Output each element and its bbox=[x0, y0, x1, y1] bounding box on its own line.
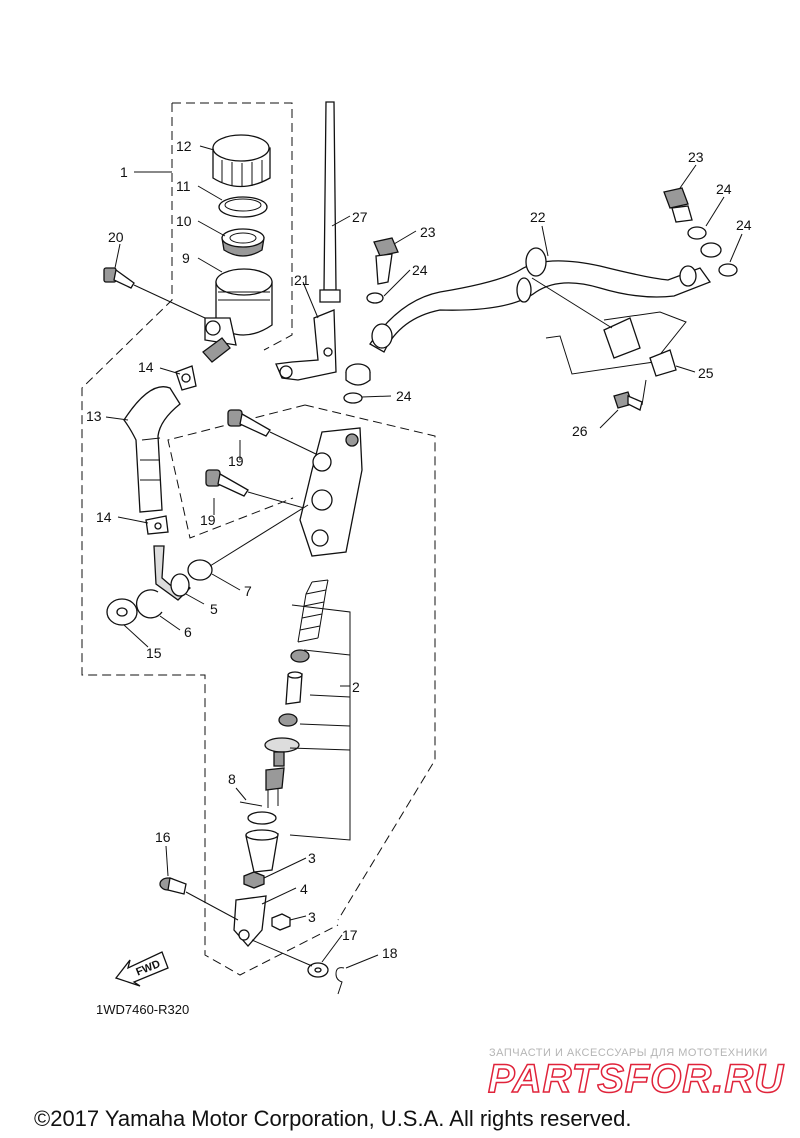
diagram-code: 1WD7460-R320 bbox=[96, 1002, 189, 1017]
circlip bbox=[135, 589, 163, 619]
dust-boot bbox=[245, 829, 279, 873]
callout-6: 6 bbox=[184, 624, 192, 640]
nut-lower bbox=[271, 913, 291, 931]
callout-20: 20 bbox=[108, 229, 124, 245]
group-2-bracket bbox=[289, 604, 351, 841]
callout-4: 4 bbox=[300, 881, 308, 897]
callout-2: 2 bbox=[352, 679, 360, 695]
gasket-right-3 bbox=[718, 263, 738, 277]
fwd-arrow: FWD bbox=[114, 951, 169, 987]
master-cylinder-rod bbox=[319, 101, 341, 303]
callout-7: 7 bbox=[244, 583, 252, 599]
cotter-pin bbox=[335, 967, 345, 995]
hose-joint bbox=[153, 545, 191, 601]
leader-lines bbox=[105, 145, 743, 969]
watermark-logo: PARTSFOR.RU bbox=[488, 1057, 784, 1101]
watermark-tagline: ЗАПЧАСТИ И АКСЕССУАРЫ ДЛЯ МОТОТЕХНИКИ bbox=[489, 1047, 768, 1059]
piston bbox=[285, 671, 303, 705]
gasket-right-2 bbox=[700, 242, 722, 258]
callout-14-lower: 14 bbox=[96, 509, 112, 525]
callout-23-center: 23 bbox=[420, 224, 436, 240]
callout-24-right-1: 24 bbox=[716, 181, 732, 197]
callout-15: 15 bbox=[146, 645, 162, 661]
bolt-19-lower bbox=[205, 469, 249, 497]
callout-24-center-upper: 24 bbox=[412, 262, 428, 278]
group-1-outline-left bbox=[81, 103, 339, 976]
circlip-pushrod bbox=[247, 811, 277, 825]
bolt-19-upper bbox=[227, 409, 271, 437]
gasket-right-1 bbox=[687, 226, 707, 240]
callout-14-upper: 14 bbox=[138, 359, 154, 375]
callout-25: 25 bbox=[698, 365, 714, 381]
callout-5: 5 bbox=[210, 601, 218, 617]
union-bolt-right bbox=[663, 187, 693, 223]
clevis bbox=[233, 895, 267, 947]
callout-19-lower: 19 bbox=[200, 512, 216, 528]
callout-12: 12 bbox=[176, 138, 192, 154]
guide-bolt bbox=[613, 391, 643, 411]
hose-clamp-lower bbox=[145, 515, 169, 535]
master-cylinder-body bbox=[299, 427, 363, 557]
brake-hose bbox=[369, 247, 712, 353]
callout-24-center-lower: 24 bbox=[396, 388, 412, 404]
copyright-notice: ©2017 Yamaha Motor Corporation, U.S.A. A… bbox=[34, 1106, 631, 1131]
group-1-outline bbox=[172, 102, 293, 351]
cup-secondary bbox=[278, 713, 298, 727]
callout-17: 17 bbox=[342, 927, 358, 943]
banjo-fitting bbox=[345, 363, 371, 386]
hose-clamp-upper bbox=[175, 365, 197, 391]
gasket-center-lower bbox=[343, 392, 363, 404]
callout-21: 21 bbox=[294, 272, 310, 288]
bolt-20 bbox=[103, 267, 135, 289]
union-bolt-center bbox=[373, 237, 399, 285]
callout-16: 16 bbox=[155, 829, 171, 845]
callout-18: 18 bbox=[382, 945, 398, 961]
callout-24-right-2: 24 bbox=[736, 217, 752, 233]
reservoir-tank bbox=[202, 268, 273, 363]
reservoir-plate bbox=[218, 196, 268, 218]
callout-27: 27 bbox=[352, 209, 368, 225]
group-2-outline bbox=[304, 404, 436, 921]
pushrod bbox=[265, 767, 285, 808]
washer-15 bbox=[106, 598, 138, 626]
cup-primary bbox=[290, 649, 310, 663]
callout-13: 13 bbox=[86, 408, 102, 424]
reservoir-cap bbox=[212, 134, 271, 188]
callout-26: 26 bbox=[572, 423, 588, 439]
callout-19-upper: 19 bbox=[228, 453, 244, 469]
callout-8: 8 bbox=[228, 771, 236, 787]
washer-17 bbox=[307, 962, 329, 978]
pushrod-boot bbox=[264, 737, 300, 767]
reservoir-diaphragm bbox=[221, 228, 265, 257]
o-ring bbox=[187, 559, 213, 581]
hose-guide bbox=[545, 311, 687, 377]
callout-3-upper: 3 bbox=[308, 850, 316, 866]
bracket-21 bbox=[275, 309, 337, 381]
callout-labels: 1 12 11 10 9 20 14 13 14 5 6 15 7 19 19 … bbox=[86, 138, 752, 961]
callout-22: 22 bbox=[530, 209, 546, 225]
reservoir-hose bbox=[123, 386, 181, 513]
callout-1: 1 bbox=[120, 164, 128, 180]
callout-10: 10 bbox=[176, 213, 192, 229]
spring bbox=[297, 579, 329, 643]
callout-9: 9 bbox=[182, 250, 190, 266]
bolt-16 bbox=[159, 877, 187, 895]
pin-8 bbox=[239, 801, 263, 807]
callout-11: 11 bbox=[176, 178, 191, 194]
callout-3-lower: 3 bbox=[308, 909, 316, 925]
gasket-center-upper bbox=[366, 292, 384, 304]
nut-upper bbox=[243, 871, 265, 889]
callout-23-right: 23 bbox=[688, 149, 704, 165]
